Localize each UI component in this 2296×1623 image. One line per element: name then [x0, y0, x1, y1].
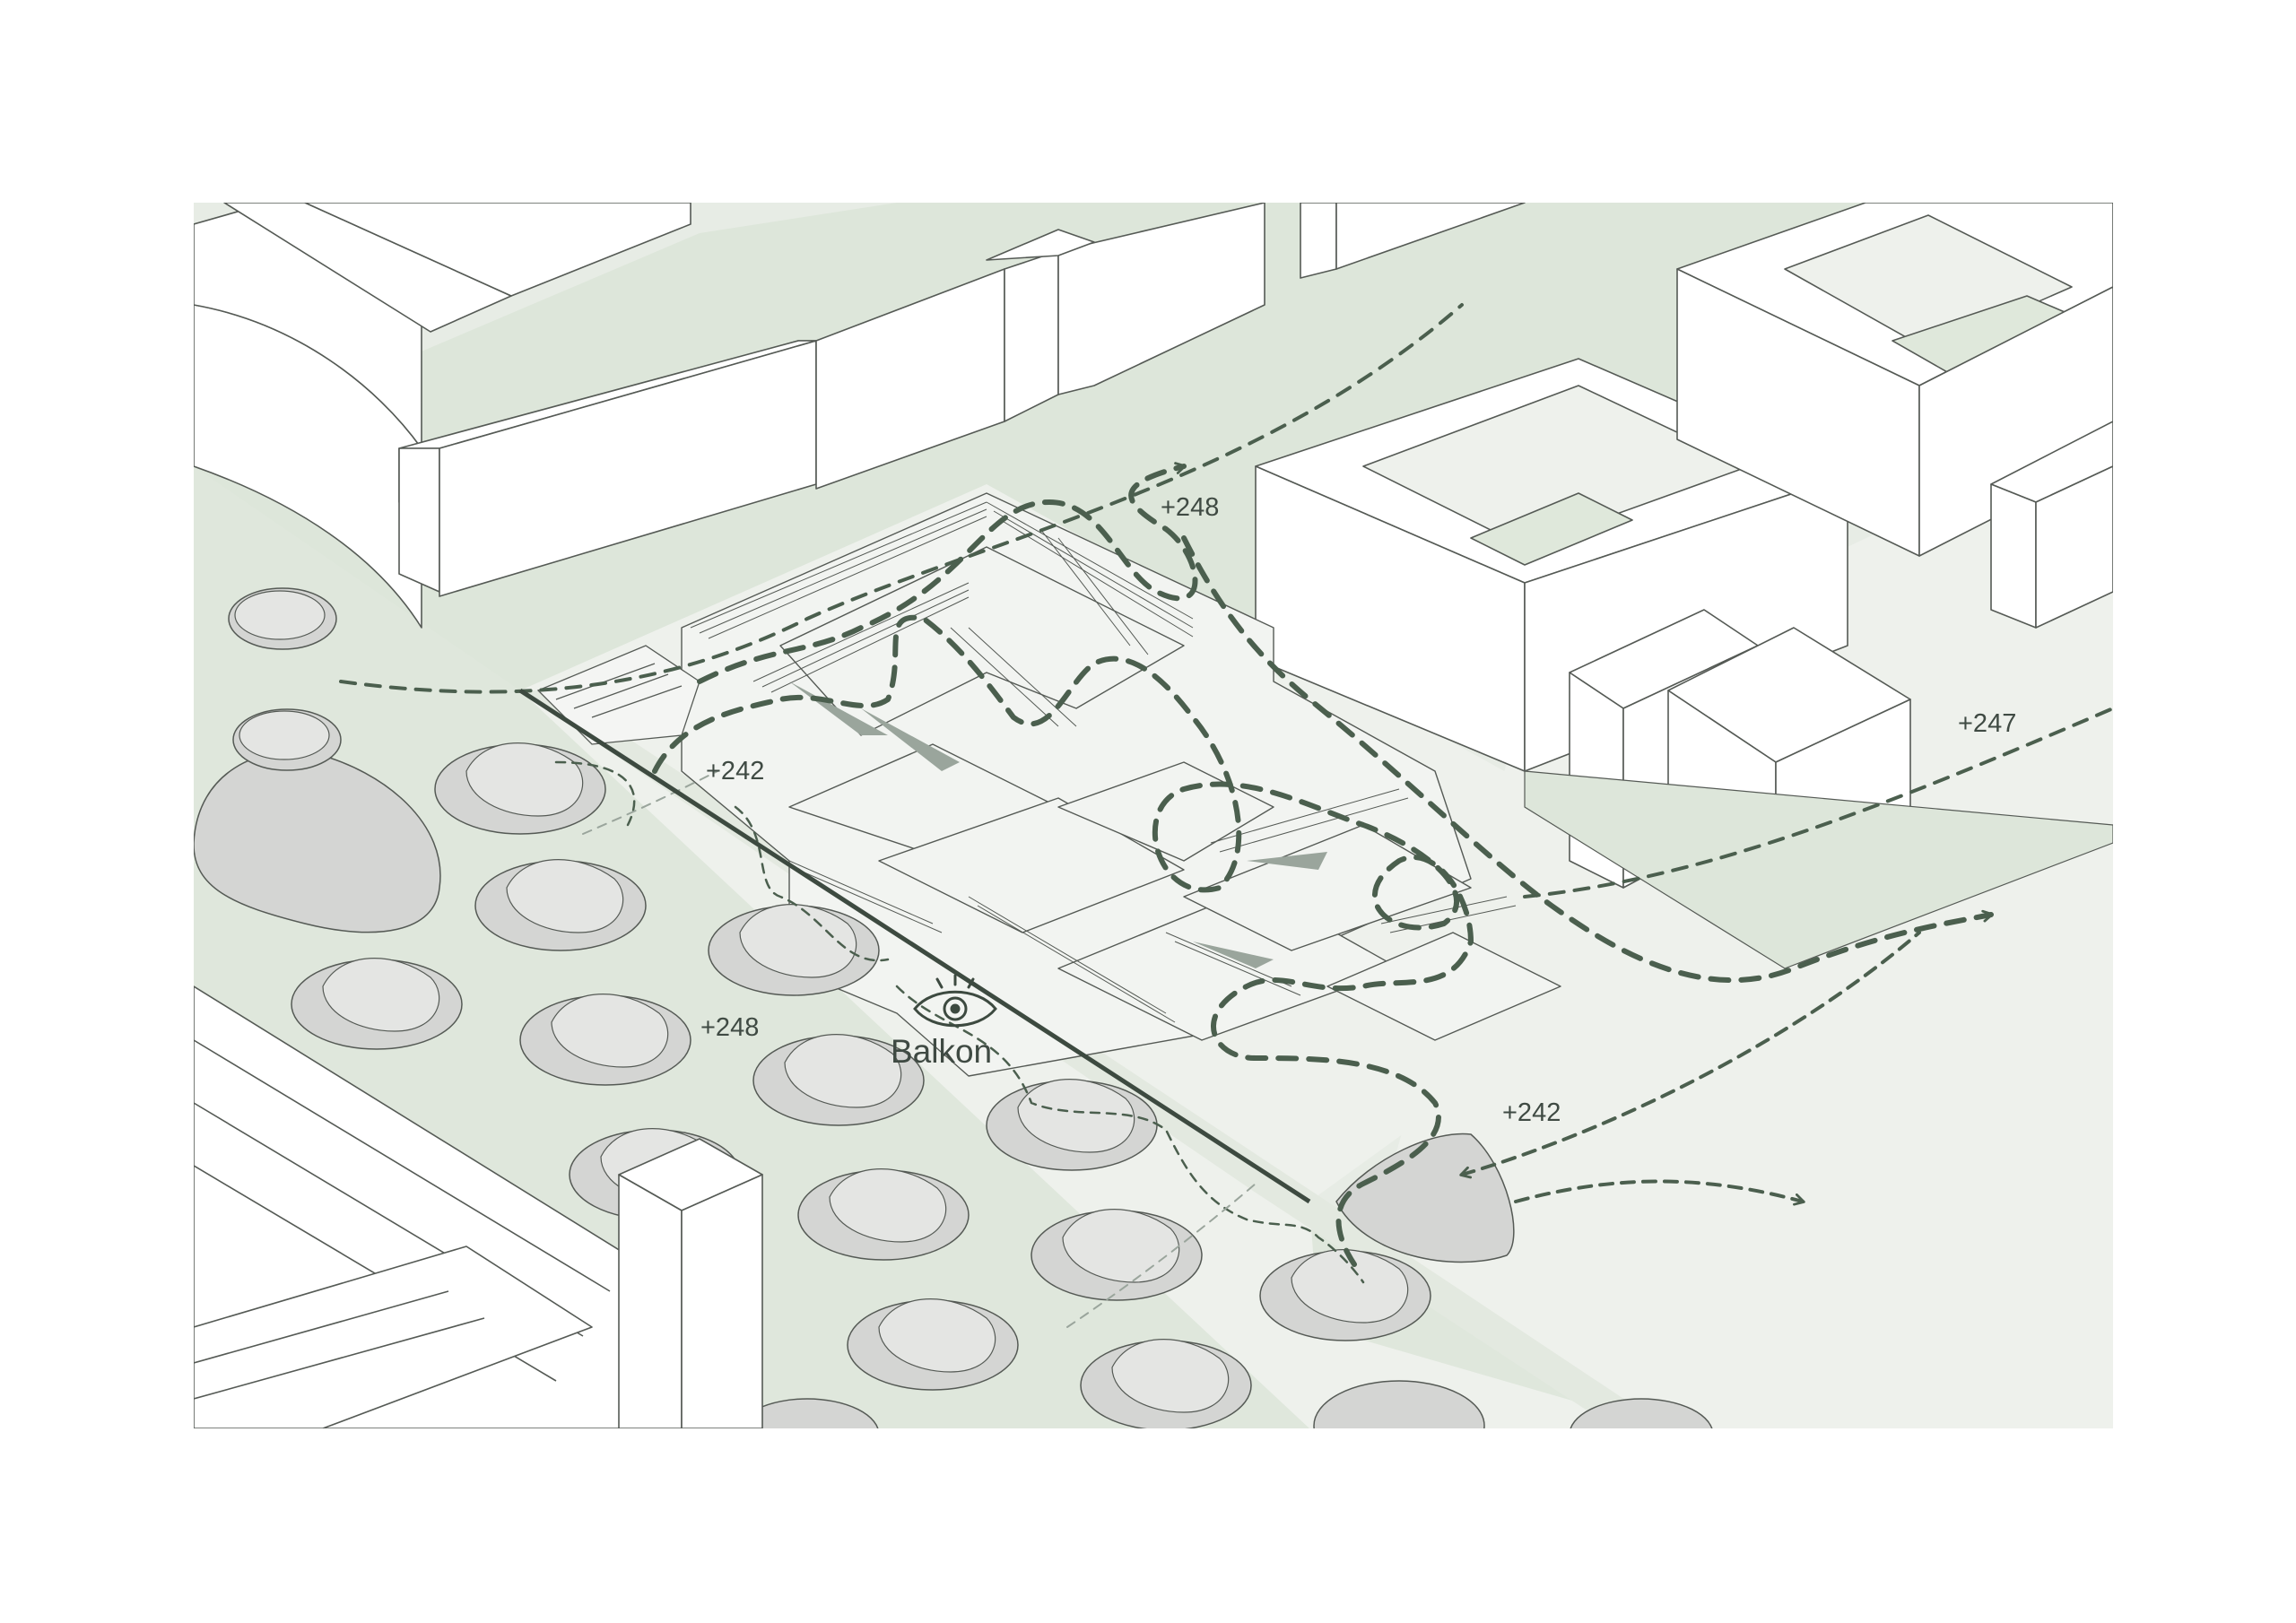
- tree-large: [1335, 1133, 1515, 1263]
- building-long-row: [398, 340, 817, 597]
- elevation-label-top: +248: [1161, 493, 1219, 522]
- plinth: [1524, 770, 2113, 969]
- tree: [847, 1298, 1019, 1391]
- balcony-edge-line: [518, 688, 1311, 1204]
- site-frame: [194, 203, 2113, 1428]
- tree: [291, 958, 463, 1050]
- stair-hatching: [690, 501, 1517, 1023]
- tree: [1259, 1249, 1431, 1341]
- building-mid-tall: [815, 203, 1265, 490]
- eye-icon: [913, 974, 997, 1028]
- viewpoint-label: Balkon: [891, 1033, 992, 1070]
- tree-grid: [194, 587, 1713, 1428]
- building-right-edge: [1990, 421, 2113, 629]
- building-lower-tower: [618, 1138, 763, 1428]
- tree: [735, 1398, 879, 1428]
- tree: [228, 587, 337, 650]
- path-right-promenade: [1181, 535, 1994, 984]
- path-upper-street: [339, 303, 1464, 694]
- tree: [986, 1079, 1158, 1171]
- tree: [797, 1168, 970, 1261]
- path-central-serpentine: [652, 614, 1474, 1267]
- building-top-left-block-a: [223, 203, 691, 333]
- tree: [752, 1034, 925, 1126]
- path-park-lower: [554, 760, 1365, 1284]
- elevation-label-right: +247: [1958, 709, 2016, 738]
- path-top-loop: [697, 462, 1198, 684]
- tree: [708, 904, 880, 996]
- tree: [232, 708, 342, 771]
- building-top-narrow: [1300, 203, 1526, 279]
- tree-park: [194, 466, 1668, 1428]
- path-bottom-right-arrow: [1459, 931, 1921, 1179]
- elevation-label-park: +248: [700, 1013, 759, 1042]
- tree: [519, 994, 691, 1086]
- tree: [474, 859, 647, 951]
- elevation-label-plaza: +242: [1502, 1098, 1561, 1127]
- path-right-street: [1523, 707, 2113, 898]
- tree: [1031, 1209, 1203, 1301]
- path-park-light: [582, 770, 1257, 1328]
- terraced-plaza: [681, 492, 1561, 1077]
- left-steps: [536, 645, 700, 745]
- tree: [1080, 1339, 1252, 1428]
- movement-paths: [339, 303, 2113, 1328]
- path-bottom-exit: [1514, 1179, 1805, 1206]
- building-top-right-u: [1676, 203, 2113, 557]
- elevation-label-left: +242: [706, 757, 764, 785]
- building-lower-left: [194, 985, 629, 1428]
- tree: [434, 742, 606, 835]
- tree: [1570, 1398, 1713, 1428]
- tree: [1313, 1380, 1485, 1428]
- stair-dark-wedges: [789, 681, 1327, 968]
